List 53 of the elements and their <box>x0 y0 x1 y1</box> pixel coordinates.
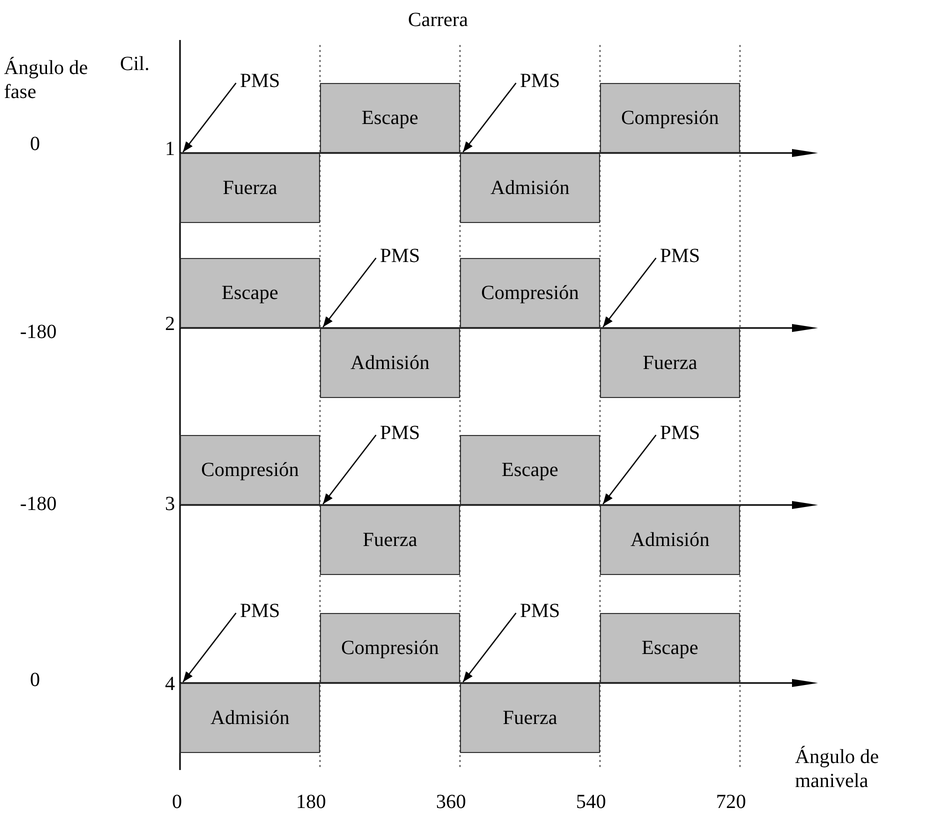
phase-value: 0 <box>30 668 40 692</box>
phase-value: 0 <box>30 132 40 156</box>
stroke-box: Compresión <box>600 83 740 153</box>
leader-line <box>182 82 237 152</box>
tick-label: 0 <box>172 790 182 814</box>
marker-label: PMS <box>380 244 420 268</box>
leader-line <box>182 612 237 682</box>
stroke-box: Escape <box>460 435 600 505</box>
axis-arrow <box>180 324 818 332</box>
stroke-box: Admisión <box>460 153 600 223</box>
axis-title: Ángulo de fase <box>4 56 89 104</box>
tick-label: 720 <box>716 790 746 814</box>
tick-label: 360 <box>436 790 466 814</box>
axis-arrow <box>180 149 818 157</box>
leader-line <box>462 82 517 152</box>
marker-label: PMS <box>240 69 280 93</box>
stroke-box: Admisión <box>180 683 320 753</box>
axis-title: Ángulo de manivela <box>795 745 880 793</box>
marker-label: PMS <box>660 244 700 268</box>
stroke-box: Admisión <box>600 505 740 575</box>
stroke-box: Admisión <box>320 328 460 398</box>
marker-label: PMS <box>380 421 420 445</box>
cylinder-number: 3 <box>165 492 175 516</box>
leader-line <box>322 258 377 328</box>
axis-arrow <box>180 501 818 509</box>
marker-label: PMS <box>520 599 560 623</box>
tick-label: 540 <box>576 790 606 814</box>
phase-value: -180 <box>20 492 57 516</box>
marker-label: PMS <box>520 69 560 93</box>
tick-label: 180 <box>296 790 326 814</box>
stroke-box: Compresión <box>320 613 460 683</box>
axis-arrow <box>180 679 818 687</box>
stroke-box: Escape <box>180 258 320 328</box>
leader-line <box>602 258 657 328</box>
diagram-title: Carrera <box>408 8 468 32</box>
cylinder-number: 2 <box>165 312 175 336</box>
stroke-box: Fuerza <box>180 153 320 223</box>
marker-label: PMS <box>240 599 280 623</box>
marker-label: PMS <box>660 421 700 445</box>
stroke-box: Escape <box>320 83 460 153</box>
leader-line <box>322 434 377 504</box>
stroke-box: Fuerza <box>320 505 460 575</box>
cylinder-number: 1 <box>165 137 175 161</box>
leader-line <box>602 434 657 504</box>
stroke-box: Fuerza <box>460 683 600 753</box>
leader-line <box>462 612 517 682</box>
column-header: Cil. <box>120 52 150 76</box>
stroke-box: Compresión <box>460 258 600 328</box>
stroke-box: Escape <box>600 613 740 683</box>
cylinder-number: 4 <box>165 672 175 696</box>
stroke-box: Compresión <box>180 435 320 505</box>
phase-value: -180 <box>20 320 57 344</box>
stroke-box: Fuerza <box>600 328 740 398</box>
